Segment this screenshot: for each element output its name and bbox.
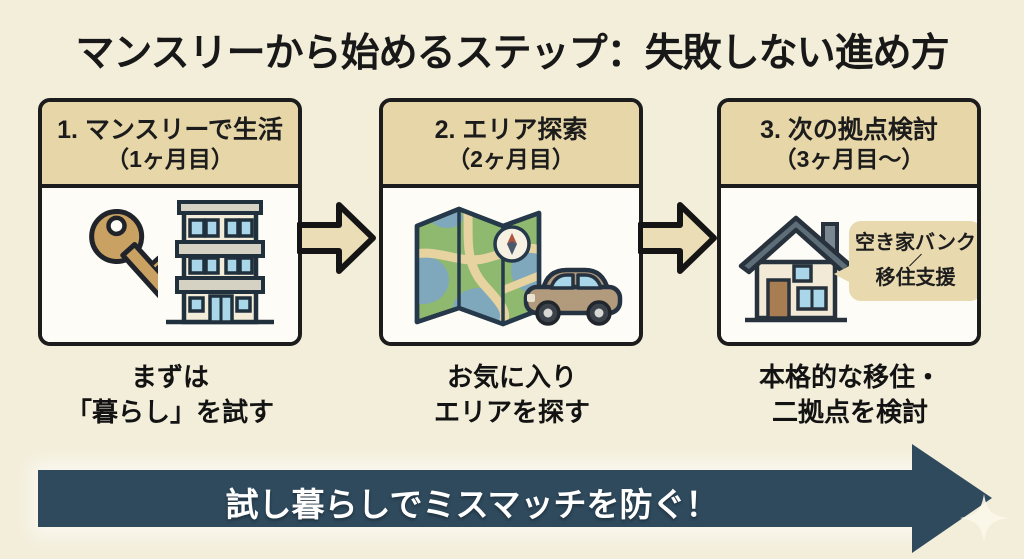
car-icon — [523, 267, 623, 326]
step-1-subtitle: （1ヶ月目） — [106, 146, 234, 172]
speech-bubble: 空き家バンク ／ 移住支援 — [834, 221, 977, 301]
step-1-caption-line1: まずは — [130, 362, 209, 392]
step-2-body — [383, 188, 639, 342]
step-card-2: 2. エリア探索 （2ヶ月目） — [379, 98, 643, 346]
step-3-caption-line1: 本格的な移住・ — [758, 362, 941, 392]
step-1-header: 1. マンスリーで生活 （1ヶ月目） — [42, 102, 298, 188]
step-1-caption: まずは 「暮らし」を試す — [5, 360, 335, 430]
bubble-line-2: 移住支援 — [875, 266, 956, 289]
step-1-caption-line2: 「暮らし」を試す — [65, 397, 274, 427]
step-3-caption-line2: 二拠点を検討 — [771, 397, 928, 427]
page-title: マンスリーから始めるステップ：失敗しない進め方 — [75, 32, 949, 75]
banner-arrow — [38, 444, 992, 553]
step-3-title: 3. 次の拠点検討 — [760, 116, 938, 144]
right-arrow-icon — [297, 202, 376, 274]
step-2-caption-line1: お気に入り — [446, 362, 577, 392]
bubble-slash: ／ — [908, 253, 922, 269]
key-icon — [89, 209, 158, 313]
step-2-subtitle: （2ヶ月目） — [447, 146, 575, 172]
step-2-caption-line2: エリアを探す — [433, 397, 590, 427]
step-1-title: 1. マンスリーで生活 — [57, 116, 283, 144]
step-3-caption: 本格的な移住・ 二拠点を検討 — [685, 360, 1015, 430]
banner-label: 試し暮らしでミスマッチを防ぐ！ — [225, 486, 719, 523]
bubble-line-1: 空き家バンク — [855, 232, 976, 255]
right-arrow-icon — [638, 202, 717, 274]
step-2-title: 2. エリア探索 — [434, 116, 588, 144]
step-3-body: 空き家バンク ／ 移住支援 — [721, 188, 977, 342]
step-2-caption: お気に入り エリアを探す — [347, 360, 677, 430]
step-1-body — [42, 188, 298, 342]
sparkle-icon — [960, 494, 1008, 542]
step-card-1: 1. マンスリーで生活 （1ヶ月目） — [38, 98, 302, 346]
step-3-subtitle: （3ヶ月目〜） — [773, 146, 925, 172]
apartment-building-icon — [166, 200, 274, 325]
step-card-3: 3. 次の拠点検討 （3ヶ月目〜） 空き家バンク ／ 移住支援 — [717, 98, 981, 346]
step-2-header: 2. エリア探索 （2ヶ月目） — [383, 102, 639, 188]
step-3-header: 3. 次の拠点検討 （3ヶ月目〜） — [721, 102, 977, 188]
